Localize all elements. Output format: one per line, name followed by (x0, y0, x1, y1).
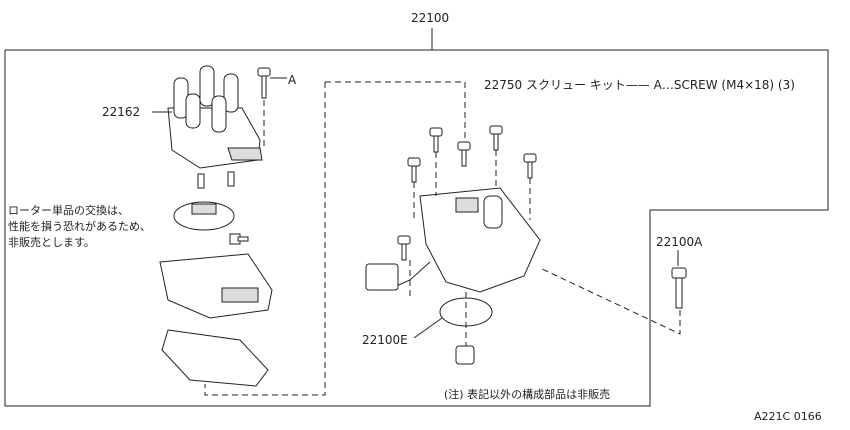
distributor-cap (167, 65, 263, 169)
rotor-shield (159, 253, 273, 319)
footnote: (注) 表記以外の構成部品は非販売 (444, 387, 610, 401)
cap-screw-icon (257, 67, 271, 99)
connector (365, 263, 399, 291)
o-ring (439, 297, 493, 327)
rotor (173, 201, 235, 231)
gasket (161, 329, 269, 387)
label-22100e: 22100E (362, 333, 408, 347)
drawing-code: A221C 0166 (754, 410, 822, 423)
label-22100a: 22100A (656, 235, 703, 249)
distributor-body (391, 187, 541, 293)
label-22100: 22100 (411, 11, 449, 25)
group-dashed-outline-2 (204, 82, 326, 396)
group-dashed-outline (325, 81, 466, 140)
bolt-dashed-route (539, 267, 681, 335)
label-22162: 22162 (102, 105, 140, 119)
label-screw-kit: 22750 スクリュー キット—— A…SCREW (M4×18) (3) (484, 78, 795, 92)
oring-leader (413, 317, 443, 339)
rotor-note-line1: ローター単品の交換は、 (8, 203, 129, 217)
label-a: A (288, 73, 297, 87)
rotor-note-line2: 性能を損う恐れがあるため、 (8, 219, 151, 233)
bolt-icon (671, 267, 687, 309)
rotor-note-line3: 非販売とします。 (8, 236, 95, 249)
assembly-frame (4, 49, 829, 407)
carbon-springs (197, 171, 235, 189)
rotor-screw-icon (229, 233, 249, 245)
coupling (455, 345, 475, 365)
